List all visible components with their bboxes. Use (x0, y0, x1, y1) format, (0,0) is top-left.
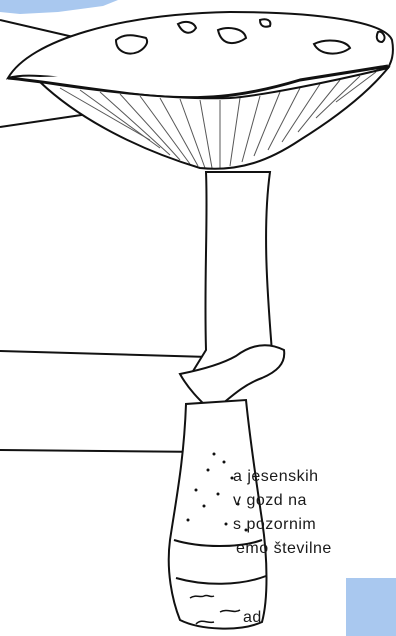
body-text-line-3: s pozornim (233, 515, 316, 535)
blue-accent-block (346, 578, 396, 636)
body-text-line-5: ad (243, 608, 262, 628)
body-text-line-2: v gozd na (233, 491, 307, 511)
leader-line-stem (0, 450, 210, 452)
top-blue-brush-stroke (0, 0, 118, 14)
body-text-line-1: a jesenskih (233, 467, 319, 487)
leader-line-gills (0, 113, 95, 127)
body-text-line-4: emo številne (236, 539, 332, 559)
leader-line-ring (0, 351, 209, 357)
